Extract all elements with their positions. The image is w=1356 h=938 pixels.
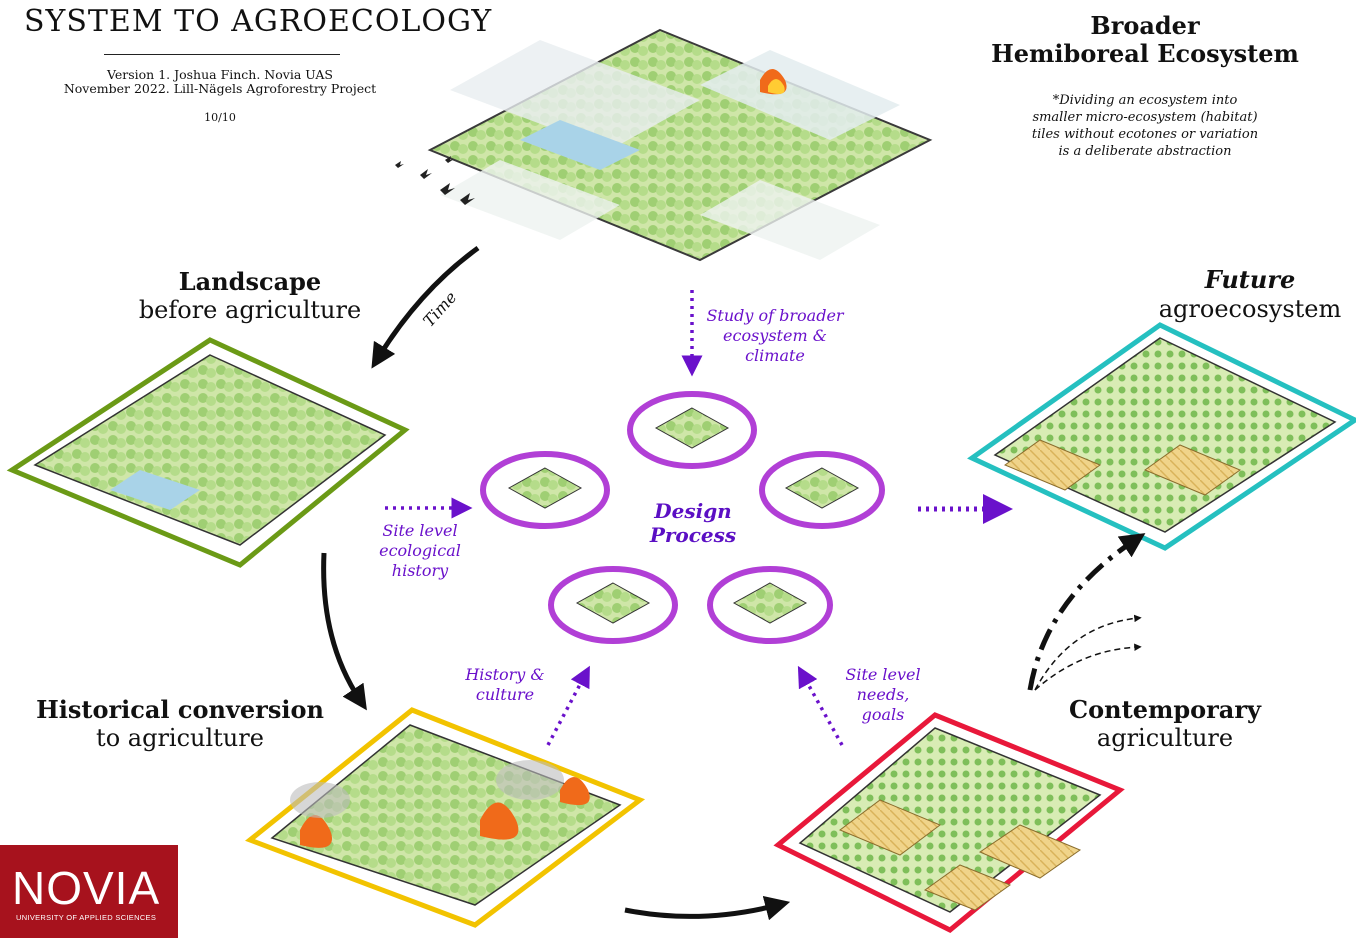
credits-line-1: Version 1. Joshua Finch. Novia UAS [106, 67, 333, 82]
broader-title-1: Broader [1090, 11, 1200, 40]
design-title-line-1: Design [654, 499, 732, 523]
purple-arrows [385, 290, 1013, 746]
diagram-title: SYSTEM TO AGROECOLOGY [24, 4, 493, 39]
alternative-path-arrow-2 [1034, 643, 1142, 691]
site-needs-arrow [797, 665, 844, 746]
credits-line-2: November 2022. Lill-Nägels Agroforestry … [63, 81, 377, 96]
credits: Version 1. Joshua Finch. Novia UAS Novem… [60, 68, 380, 96]
contemporary-frame [773, 712, 1125, 933]
historical-to-contemporary-arrow [624, 895, 791, 921]
landscape-to-historical-arrow [321, 552, 367, 711]
study-label: Study of broader ecosystem & climate [706, 306, 844, 365]
site-history-label: Site level ecological history [379, 521, 461, 580]
design-process-rings [480, 391, 885, 644]
abstraction-note: *Dividing an ecosystem into smaller micr… [1031, 93, 1259, 159]
design-ring-tiles [507, 407, 860, 624]
novia-logo-word: NOVIA [12, 862, 161, 914]
historical-title: Historical conversion [36, 695, 324, 724]
historical-subtitle: to agriculture [96, 724, 264, 752]
landscape-subtitle: before agriculture [138, 296, 362, 324]
landscape-frame [6, 337, 410, 568]
history-culture-label: History & culture [465, 665, 545, 704]
design-title-line-2: Process [649, 523, 737, 547]
contemporary-to-future-arrow [1027, 533, 1146, 691]
broader-ecosystem-tiles [395, 28, 933, 262]
future-title: Future [1204, 265, 1296, 294]
title-divider [104, 54, 340, 55]
broader-title-2: Hemiboreal Ecosystem [991, 39, 1299, 68]
historical-frame [245, 707, 646, 928]
novia-logo-subtitle: UNIVERSITY OF APPLIED SCIENCES [16, 913, 157, 922]
alternative-path-arrow-1 [1034, 614, 1142, 691]
page-number: 10/10 [204, 111, 236, 124]
history-culture-arrow [546, 665, 590, 746]
contemporary-subtitle: agriculture [1096, 724, 1234, 752]
landscape-title: Landscape [178, 267, 322, 296]
time-arrow [371, 245, 480, 369]
site-needs-label: Site level needs, goals [845, 665, 921, 724]
future-subtitle: agroecosystem [1158, 295, 1342, 323]
future-frame [967, 322, 1356, 551]
novia-logo: NOVIA UNIVERSITY OF APPLIED SCIENCES [0, 845, 178, 938]
contemporary-title: Contemporary [1069, 695, 1261, 724]
